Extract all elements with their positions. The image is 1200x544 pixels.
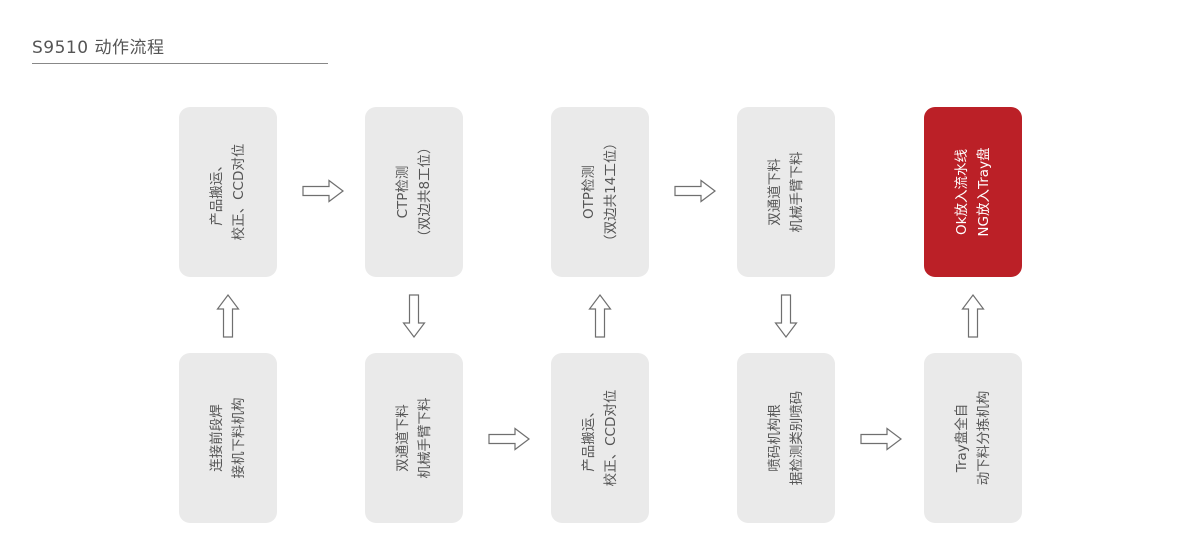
step-line: Tray盘全自 — [954, 403, 970, 473]
step-line: 连接前段焊 — [209, 404, 225, 472]
step-box-text: CTP检测 （双边共8工位） — [392, 140, 436, 243]
step-line: 喷码机构根 — [767, 404, 783, 472]
step-line: 机械手臂下料 — [417, 397, 433, 479]
step-box-top-3: OTP检测 （双边共14工位） — [551, 107, 649, 277]
arrow-right-icon — [302, 179, 344, 203]
step-box-bottom-1: 连接前段焊 接机下料机构 — [179, 353, 277, 523]
step-line: 接机下料机构 — [231, 397, 247, 479]
step-box-top-4: 双通道下料 机械手臂下料 — [737, 107, 835, 277]
step-line: 动下料分拣机构 — [976, 390, 992, 486]
step-box-text: 喷码机构根 据检测类别喷码 — [764, 391, 808, 486]
step-box-text: 双通道下料 机械手臂下料 — [392, 398, 436, 479]
arrow-down-icon — [402, 294, 426, 338]
step-box-bottom-3: 产品搬运、 校正、CCD对位 — [551, 353, 649, 523]
step-box-top-1: 产品搬运、 校正、CCD对位 — [179, 107, 277, 277]
step-line: OTP检测 — [581, 165, 597, 220]
step-box-text: 连接前段焊 接机下料机构 — [206, 398, 250, 479]
step-box-bottom-4: 喷码机构根 据检测类别喷码 — [737, 353, 835, 523]
title-underline — [32, 63, 328, 64]
page-title: S9510 动作流程 — [32, 38, 165, 58]
arrow-up-icon — [961, 294, 985, 338]
step-line: 双通道下料 — [767, 158, 783, 226]
arrow-up-icon — [588, 294, 612, 338]
step-box-text: 产品搬运、 校正、CCD对位 — [206, 144, 250, 241]
step-line: 机械手臂下料 — [789, 151, 805, 233]
step-box-top-5-final: Ok放入流水线 NG放入Tray盘 — [924, 107, 1022, 277]
step-line: 产品搬运、 — [581, 404, 597, 472]
arrow-down-icon — [774, 294, 798, 338]
step-line: 校正、CCD对位 — [603, 389, 619, 487]
step-line: 校正、CCD对位 — [231, 143, 247, 241]
step-box-top-2: CTP检测 （双边共8工位） — [365, 107, 463, 277]
step-line: 双通道下料 — [395, 404, 411, 472]
step-box-text: Ok放入流水线 NG放入Tray盘 — [951, 147, 995, 236]
step-line: 据检测类别喷码 — [789, 390, 805, 486]
step-box-text: OTP检测 （双边共14工位） — [578, 136, 622, 248]
arrow-up-icon — [216, 294, 240, 338]
step-line: NG放入Tray盘 — [976, 147, 992, 237]
step-line: （双边共8工位） — [417, 140, 433, 244]
step-box-text: Tray盘全自 动下料分拣机构 — [951, 391, 995, 486]
step-box-bottom-2: 双通道下料 机械手臂下料 — [365, 353, 463, 523]
arrow-right-icon — [674, 179, 716, 203]
step-line: 产品搬运、 — [209, 158, 225, 226]
step-box-text: 双通道下料 机械手臂下料 — [764, 152, 808, 233]
step-line: CTP检测 — [395, 165, 411, 219]
step-box-bottom-5: Tray盘全自 动下料分拣机构 — [924, 353, 1022, 523]
arrow-right-icon — [488, 427, 530, 451]
step-line: （双边共14工位） — [603, 136, 619, 248]
arrow-right-icon — [860, 427, 902, 451]
step-box-text: 产品搬运、 校正、CCD对位 — [578, 390, 622, 487]
step-line: Ok放入流水线 — [954, 149, 970, 235]
